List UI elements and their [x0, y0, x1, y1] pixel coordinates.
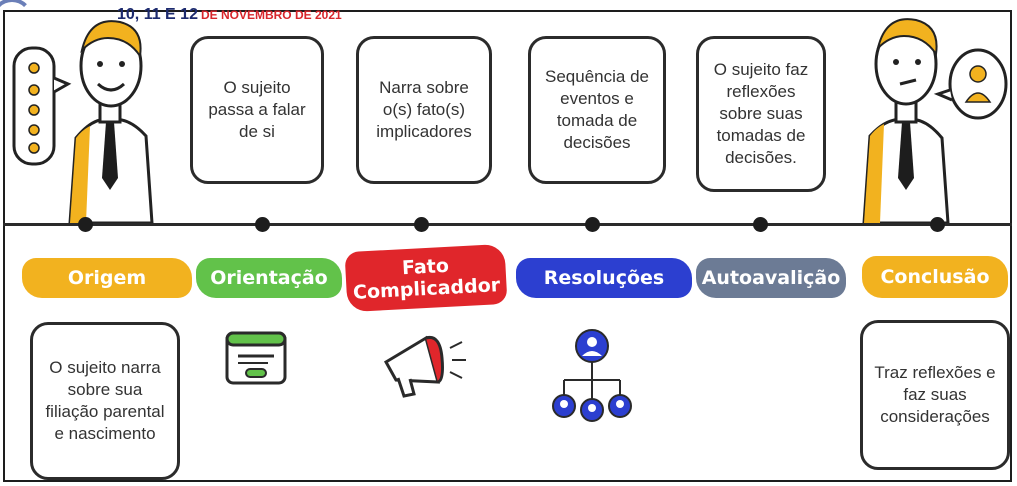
- event-date-sub: DE NOVEMBRO DE 2021: [200, 8, 342, 22]
- top-box-autoavaliacao: O sujeito faz reflexões sobre suas tomad…: [696, 36, 826, 192]
- event-date-main: 10, 11 E 12: [117, 6, 198, 23]
- megaphone-icon: [383, 335, 466, 398]
- bottom-box-origem: O sujeito narra sobre sua filiação paren…: [30, 322, 180, 480]
- stage-autoavaliacao: Autoavalição: [696, 258, 846, 298]
- browser-window-icon: [225, 331, 287, 385]
- timeline-line: [3, 223, 1012, 226]
- bottom-box-conclusao: Traz reflexões e faz suas considerações: [860, 320, 1010, 470]
- top-box-fato: Narra sobre o(s) fato(s) implicadores: [356, 36, 492, 184]
- event-logo-icon: [0, 0, 33, 40]
- top-box-orientacao: O sujeito passa a falar de si: [190, 36, 324, 184]
- stage-fato: Fato Complicaddor: [344, 243, 508, 313]
- stage-origem: Origem: [22, 258, 192, 298]
- stage-conclusao: Conclusão: [862, 256, 1008, 298]
- narrator-figure-right-icon: [862, 18, 1008, 223]
- top-box-resolucoes: Sequência de eventos e tomada de decisõe…: [528, 36, 666, 184]
- timeline-dot-orientacao: [255, 217, 270, 232]
- narrator-figure-left-icon: [12, 20, 154, 223]
- timeline-dot-origem: [78, 217, 93, 232]
- timeline-dot-resolucoes: [585, 217, 600, 232]
- timeline-dot-autoavaliacao: [753, 217, 768, 232]
- stage-resolucoes: Resoluções: [516, 258, 692, 298]
- timeline-dot-fato: [414, 217, 429, 232]
- timeline-dot-conclusao: [930, 217, 945, 232]
- stage-orientacao: Orientação: [196, 258, 342, 298]
- network-people-icon: [552, 329, 632, 422]
